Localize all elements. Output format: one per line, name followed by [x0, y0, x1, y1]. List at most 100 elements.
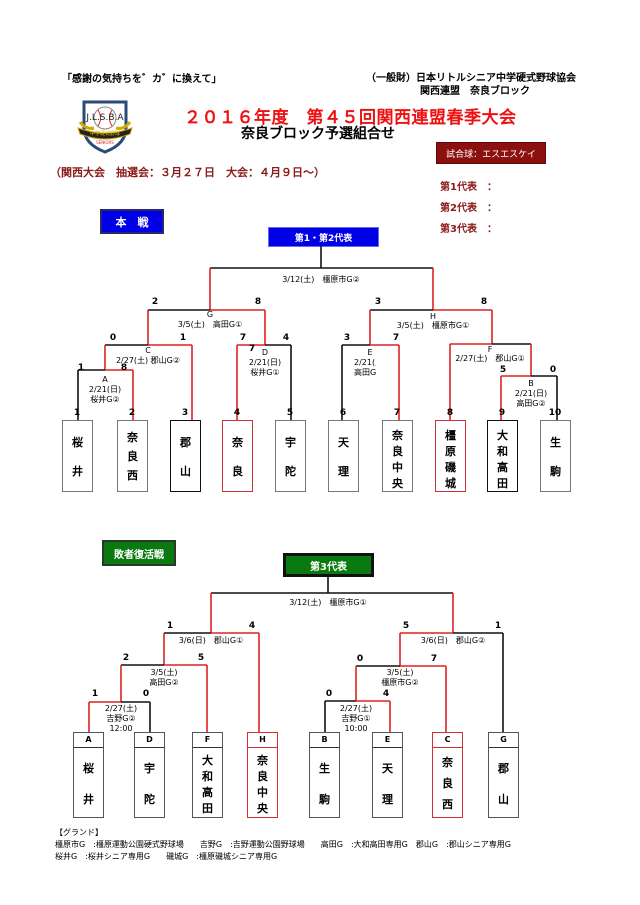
match-venue: 吉野G① — [341, 714, 371, 723]
representative-2: 第2代表 ： — [440, 203, 497, 214]
team-box: 奈良中央 — [382, 420, 413, 492]
team-name-char: 郡 — [180, 435, 191, 449]
score: 5 — [402, 621, 410, 631]
team-name-char: 奈 — [392, 429, 403, 442]
score: 0 — [356, 654, 364, 664]
match-e-details: 2/21(土) 高田G① — [354, 358, 376, 380]
main-final-info: 3/12(土) 橿原市G② — [282, 275, 360, 284]
team-name-char: 天 — [382, 761, 393, 775]
score-extra: 7 — [248, 344, 256, 354]
score: 0 — [325, 689, 333, 699]
repechage-tag: 敗者復活戦 — [102, 540, 176, 566]
team-name-char: 高 — [497, 461, 508, 474]
kansai-tournament-info: （関西大会 抽選会：３月２７日 大会：４月９日～） — [50, 166, 325, 179]
team-number: 1 — [73, 408, 81, 418]
team-name: 天理 — [373, 748, 402, 818]
team-slot: B — [310, 733, 339, 748]
team-name-char: 良 — [257, 770, 268, 783]
match-id: C — [145, 346, 151, 355]
match-info: 3/6(日) 郡山G② — [420, 636, 486, 645]
team-number: 10 — [548, 408, 562, 418]
team-name-char: 高 — [202, 786, 213, 799]
team-name-char: 陀 — [144, 792, 155, 806]
team-slot: A — [74, 733, 103, 748]
score: 1 — [494, 621, 502, 631]
team-number: 7 — [393, 408, 401, 418]
team-name-char: 原 — [445, 445, 456, 458]
match-venue: 高田G② — [149, 678, 179, 687]
team-box: 奈良 — [222, 420, 253, 492]
team-name-char: 奈 — [257, 754, 268, 767]
score: 8 — [480, 297, 488, 307]
team-name-char: 生 — [550, 435, 561, 449]
match-info: 2/27(土) 郡山G① — [455, 354, 525, 363]
team-number: 9 — [498, 408, 506, 418]
team-slot: G — [489, 733, 518, 748]
score: 4 — [282, 333, 290, 343]
score: 5 — [499, 365, 507, 375]
representative-3: 第3代表 ： — [440, 224, 497, 235]
score: 0 — [142, 689, 150, 699]
match-info: 3/5(土) 橿原市G① — [396, 321, 470, 330]
score: 1 — [91, 689, 99, 699]
team-name-char: 井 — [72, 464, 83, 478]
team-name-char: 郡 — [498, 761, 509, 775]
team-slot: C — [433, 733, 462, 748]
team-name-char: 中 — [392, 461, 403, 474]
team-name-char: 和 — [497, 445, 508, 458]
team-name-char: 田 — [202, 802, 213, 815]
team-box: 奈良西 — [117, 420, 148, 492]
representative-1: 第1代表 ： — [440, 182, 497, 193]
match-id: D — [261, 348, 269, 357]
team-name-char: 奈 — [442, 756, 453, 770]
team-number: 3 — [181, 408, 189, 418]
score: 8 — [254, 297, 262, 307]
match-date: 2/21(日) — [248, 358, 282, 367]
team-name-char: 城 — [445, 477, 456, 490]
team-name-char: 生 — [319, 761, 330, 775]
team-name-char: 田 — [497, 477, 508, 490]
team-name: 奈良中央 — [248, 748, 277, 818]
score: 0 — [109, 333, 117, 343]
team-name-char: 橿 — [445, 429, 456, 442]
score: 2 — [122, 653, 130, 663]
score: 3 — [374, 297, 382, 307]
team-name-char: 駒 — [550, 464, 561, 478]
score: 0 — [549, 365, 557, 375]
score: 4 — [382, 689, 390, 699]
team-slot: F — [193, 733, 222, 748]
team-number: 4 — [233, 408, 241, 418]
grounds-line-1: 橿原市G :橿原運動公園硬式野球場 吉野G :吉野運動公園野球場 高田G :大和… — [55, 840, 511, 849]
team-name-char: 西 — [127, 469, 138, 483]
team-name: 郡山 — [489, 748, 518, 818]
team-box: 橿原磯城 — [435, 420, 466, 492]
team-name-char: 天 — [338, 435, 349, 449]
match-time: 10:00 — [344, 724, 368, 733]
score: 1 — [77, 363, 85, 373]
organization-block: 関西連盟 奈良ブロック — [420, 86, 530, 97]
match-venue: 高田G① — [354, 368, 376, 377]
team-name-char: 理 — [382, 792, 393, 806]
team-name: 宇陀 — [135, 748, 164, 818]
logo-bottom-text: SENIORS — [96, 140, 114, 145]
match-date: 3/5(土) — [386, 668, 414, 677]
match-id: E — [367, 348, 373, 357]
team-name: 奈良西 — [433, 748, 462, 818]
team-box: 宇陀 — [275, 420, 306, 492]
score: 3 — [343, 333, 351, 343]
match-venue: 橿原市G② — [381, 678, 419, 687]
match-date: 2/27(土) — [339, 704, 373, 713]
team-box: 天理 — [328, 420, 359, 492]
match-date: 2/21(土) — [354, 358, 376, 367]
match-date: 3/5(土) — [150, 668, 178, 677]
main-final-tag: 第1・第2代表 — [268, 227, 379, 247]
team-name-char: 山 — [180, 464, 191, 478]
team-name: 生駒 — [310, 748, 339, 818]
team-name-char: 良 — [127, 449, 138, 463]
score: 7 — [430, 654, 438, 664]
